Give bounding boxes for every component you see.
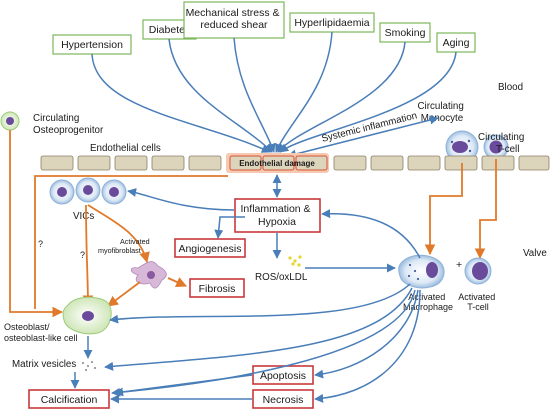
- question-mark-1: ?: [38, 239, 43, 249]
- circulating-tcell-label: Circulating T-cell: [478, 132, 527, 155]
- endothelial-damage: Endothelial damage: [226, 153, 329, 173]
- endothelial-layer: [40, 155, 550, 171]
- osteoblast-label: Osteoblast/ osteoblast-like cell: [4, 322, 78, 343]
- osteoblast-cell: [62, 296, 112, 335]
- ros-particles: [288, 255, 302, 267]
- matrix-vesicles-label: Matrix vesicles: [12, 359, 76, 370]
- mechanical-stress-line1: Mechanical stress &: [186, 7, 280, 19]
- risk-factor-hypertension: Hypertension: [52, 34, 132, 55]
- plus-sign: +: [456, 259, 462, 271]
- osteoblast-endothelial-link: [34, 175, 228, 309]
- activated-tcell-line2: T-cell: [467, 302, 489, 312]
- macrophage-to-vesicles-arrow: [104, 287, 413, 371]
- myofibroblast-line2: myofibroblast: [98, 246, 141, 255]
- macrophage-line2: Macrophage: [403, 302, 453, 312]
- endothelial-damage-label: Endothelial damage: [239, 159, 315, 168]
- macrophage-to-calcification-arrow: [111, 289, 416, 397]
- monocyte-line1: Circulating: [417, 101, 463, 112]
- question-mark-2: ?: [80, 250, 85, 260]
- myofibroblast-line1: Activated: [120, 237, 150, 246]
- endothelial-cells-label: Endothelial cells: [90, 143, 161, 154]
- blood-label: Blood: [498, 82, 523, 93]
- macrophage-to-inflammation-arrow: [321, 209, 421, 259]
- vic-to-myofibroblast-arrow: [87, 204, 150, 264]
- matrix-vesicle-dots: [81, 360, 97, 372]
- fibrosis-label: Fibrosis: [199, 283, 236, 295]
- macrophage-to-necrosis-arrow: [314, 289, 421, 403]
- inflammation-line2: Hypoxia: [258, 216, 296, 228]
- osteoblast-line1: Osteoblast/: [4, 322, 50, 332]
- angiogenesis-label: Angiogenesis: [178, 243, 241, 255]
- myofibroblast-to-fibrosis-arrow: [167, 277, 187, 287]
- inflammation-to-angiogenesis-arrow: [214, 216, 245, 239]
- activated-macrophage-cell: [398, 254, 445, 289]
- risk-factor-label: Mechanical stress & reduced shear: [186, 7, 283, 31]
- ros-oxldl-label: ROS/oxLDL: [255, 272, 308, 283]
- mechanical-stress-line2: reduced shear: [200, 19, 268, 31]
- macrophage-to-osteoblast-arrow: [109, 283, 411, 324]
- monocyte-line2: Monocyte: [421, 113, 464, 124]
- necrosis-box: Necrosis: [252, 389, 314, 409]
- risk-factor-label: Aging: [443, 37, 470, 49]
- circulating-monocyte: Circulating Monocyte: [417, 101, 479, 164]
- angiogenesis-box: Angiogenesis: [174, 238, 246, 258]
- osteoblast-line2: osteoblast-like cell: [4, 333, 78, 343]
- valve-label: Valve: [523, 248, 547, 259]
- risk-factor-hyperlipidaemia: Hyperlipidaemia: [289, 12, 375, 33]
- myofibroblast-to-osteoblast-arrow: [107, 281, 141, 307]
- systemic-inflammation-arrow: [287, 115, 439, 159]
- risk-factor-label: Hypertension: [61, 39, 123, 51]
- inflammation-to-vics-arrow: [127, 188, 235, 211]
- risk-factor-smoking: Smoking: [379, 22, 431, 43]
- inflammation-hypoxia-box: Inflammation & Hypoxia: [234, 198, 321, 233]
- vics-label: VICs: [73, 211, 94, 222]
- risk-factor-label: Diabetes: [149, 24, 190, 36]
- tcell-line1: Circulating: [478, 132, 524, 143]
- risk-factor-arrows: [91, 31, 457, 153]
- osteoprogenitor-line2: Osteoprogenitor: [33, 125, 104, 136]
- activated-tcell-line1: Activated: [458, 292, 495, 302]
- apoptosis-label: Apoptosis: [260, 370, 306, 382]
- circulating-osteoprogenitor: Circulating Osteoprogenitor: [0, 111, 104, 136]
- activated-myofibroblast-label: Activated myofibroblast: [98, 237, 152, 255]
- tcell-line2: T-cell: [496, 144, 519, 155]
- monocyte-to-macrophage-arrow: [424, 163, 463, 256]
- inflammation-hypoxia-label: Inflammation & Hypoxia: [241, 203, 314, 228]
- risk-factor-label: Smoking: [385, 27, 426, 39]
- activated-tcell-label: Activated T-cell: [458, 292, 498, 312]
- risk-factor-label: Hyperlipidaemia: [294, 17, 369, 29]
- activated-macrophage-label: Activated Macrophage: [403, 292, 453, 312]
- circulating-tcell: Circulating T-cell: [478, 132, 527, 160]
- osteoprogenitor-line1: Circulating: [33, 113, 79, 124]
- calcification-box: Calcification: [28, 389, 110, 409]
- apoptosis-box: Apoptosis: [252, 365, 314, 385]
- myofibroblast-cell: [130, 261, 167, 289]
- macrophage-line1: Activated: [408, 292, 445, 302]
- circulating-osteoprogenitor-label: Circulating Osteoprogenitor: [33, 113, 104, 136]
- calcification-label: Calcification: [41, 394, 98, 406]
- circulating-monocyte-label: Circulating Monocyte: [417, 101, 466, 124]
- macrophage-to-apoptosis-arrow: [314, 289, 419, 379]
- activated-tcell-cell: [464, 257, 492, 285]
- risk-factor-mechanical-stress: Mechanical stress & reduced shear: [183, 1, 285, 39]
- necrosis-label: Necrosis: [263, 394, 304, 406]
- tcell-to-activated-arrow: [474, 159, 497, 260]
- vic-cells: [49, 177, 127, 205]
- fibrosis-box: Fibrosis: [189, 278, 245, 298]
- osteoprogenitor-to-osteoblast-arrow: [9, 130, 64, 318]
- risk-factor-aging: Aging: [436, 32, 476, 53]
- inflammation-line1: Inflammation &: [241, 203, 311, 215]
